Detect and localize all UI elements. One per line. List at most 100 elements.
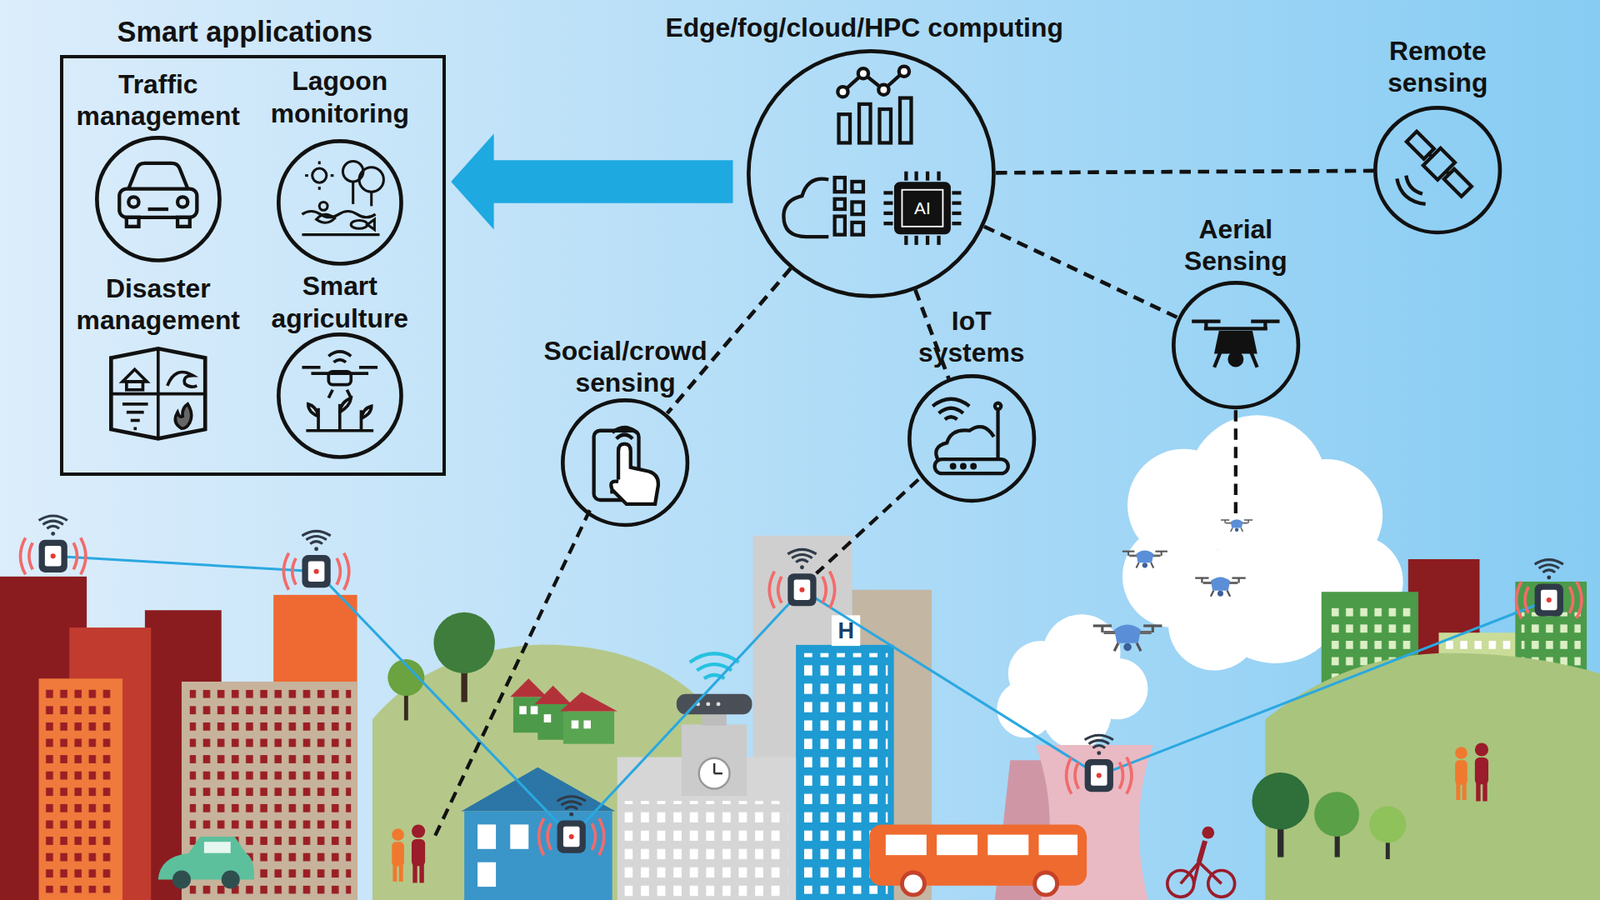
small-houses: [583, 720, 591, 729]
bus: [869, 824, 1087, 895]
computing-icon: [914, 171, 918, 181]
sensors: [539, 796, 605, 855]
left-buildings: [0, 576, 358, 900]
disaster-icon: [126, 410, 145, 415]
lagoon-icon: [301, 233, 380, 236]
sensors: [20, 515, 1581, 855]
circle-outline: [278, 334, 401, 457]
agriculture-icon: [333, 360, 346, 363]
cloud: [1041, 680, 1111, 750]
iot-icon: [932, 399, 970, 407]
small-houses: [571, 720, 580, 729]
computing-icon: [835, 177, 845, 192]
traffic-icon: [177, 196, 188, 207]
bus: [885, 835, 927, 855]
node-outline: [1171, 280, 1300, 410]
icon-circle: IoT systems: [907, 374, 1036, 503]
cyclist: [1194, 862, 1200, 885]
aerial-drone-icon: [1214, 351, 1220, 367]
cyclist: [1201, 826, 1215, 840]
sensors: [20, 515, 85, 575]
small-houses: [510, 678, 618, 744]
node-label: Disaster management: [55, 272, 260, 336]
computing-icon: [904, 171, 908, 181]
clock-building: [716, 701, 721, 706]
blue-house: [460, 767, 615, 900]
node-label: Smart agriculture: [248, 270, 432, 334]
people: [391, 828, 405, 882]
node-outline: [276, 139, 404, 266]
clock-building: [714, 772, 723, 775]
computing-icon: [895, 183, 950, 233]
clock-building: [713, 763, 715, 774]
lagoon-icon: [370, 191, 373, 206]
icon-circle: Social/crowd sensing: [560, 398, 690, 527]
computing-icon: [851, 201, 863, 215]
clock-building: [699, 758, 730, 790]
icon-box: Disaster management: [109, 346, 208, 441]
group-box: Smart applicationsTraffic managementLago…: [60, 55, 446, 475]
small-houses: [535, 685, 572, 705]
lagoon-icon: [359, 167, 384, 192]
traffic-icon: [177, 217, 190, 227]
computing-icon: [783, 66, 961, 245]
satellite-icon: [1396, 178, 1425, 205]
tree: [1314, 791, 1360, 837]
aerial-drone-icon: [1230, 353, 1243, 366]
aerial-drone-icon: [1250, 351, 1257, 367]
agriculture-icon: [360, 405, 371, 419]
small-houses: [544, 714, 552, 723]
cyclist: [1199, 840, 1205, 863]
computing-icon: [842, 71, 904, 92]
iot-icon: [935, 426, 994, 461]
small-houses: [530, 705, 539, 715]
disaster-icon: [122, 402, 149, 406]
tree: [387, 612, 495, 721]
clock-building: [617, 757, 796, 900]
node-label: Social/crowd sensing: [523, 334, 728, 398]
hospital-label: H: [830, 617, 862, 645]
traffic-icon: [119, 189, 197, 218]
car: [158, 836, 255, 889]
computing-icon: [951, 190, 961, 195]
blue-house: [464, 810, 613, 900]
blue-house: [477, 824, 496, 849]
computing-icon: [858, 68, 869, 79]
bus: [987, 835, 1029, 855]
lagoon-icon: [350, 220, 368, 229]
traffic-icon: [126, 217, 140, 227]
circle-outline: [749, 50, 995, 296]
left-buildings: [39, 678, 123, 900]
icon-circle: Smart agriculture: [276, 332, 404, 460]
computing-icon: [914, 235, 918, 245]
computing-icon: [835, 216, 845, 235]
disaster-icon: [122, 369, 147, 382]
dashed-connector: [984, 226, 1178, 318]
blue-house: [477, 862, 496, 887]
clock-building: [681, 724, 747, 796]
computing-icon: [925, 235, 930, 245]
people: [1455, 746, 1468, 800]
satellite-icon: [1444, 169, 1472, 197]
cyclist: [1167, 826, 1235, 897]
satellite-icon: [1406, 131, 1435, 160]
block-arrow: [450, 133, 733, 230]
computing-icon: [936, 171, 940, 181]
node-outline: [95, 135, 222, 263]
people: [411, 824, 425, 883]
blue-house: [510, 824, 529, 849]
clock-building: [624, 800, 788, 898]
aerial-drone-icon: [1216, 332, 1256, 352]
computing-icon: [951, 201, 961, 205]
blue-house: [460, 767, 615, 812]
cyclist: [1180, 862, 1222, 885]
agriculture-icon: [308, 404, 319, 417]
satellite-icon: [1396, 127, 1475, 204]
node-label: Aerial Sensing: [1154, 213, 1318, 277]
drones: [1093, 519, 1254, 651]
agriculture-icon: [359, 365, 378, 370]
lagoon-icon: [301, 210, 375, 217]
left-buildings: [45, 689, 117, 894]
iot-icon: [995, 410, 1000, 460]
